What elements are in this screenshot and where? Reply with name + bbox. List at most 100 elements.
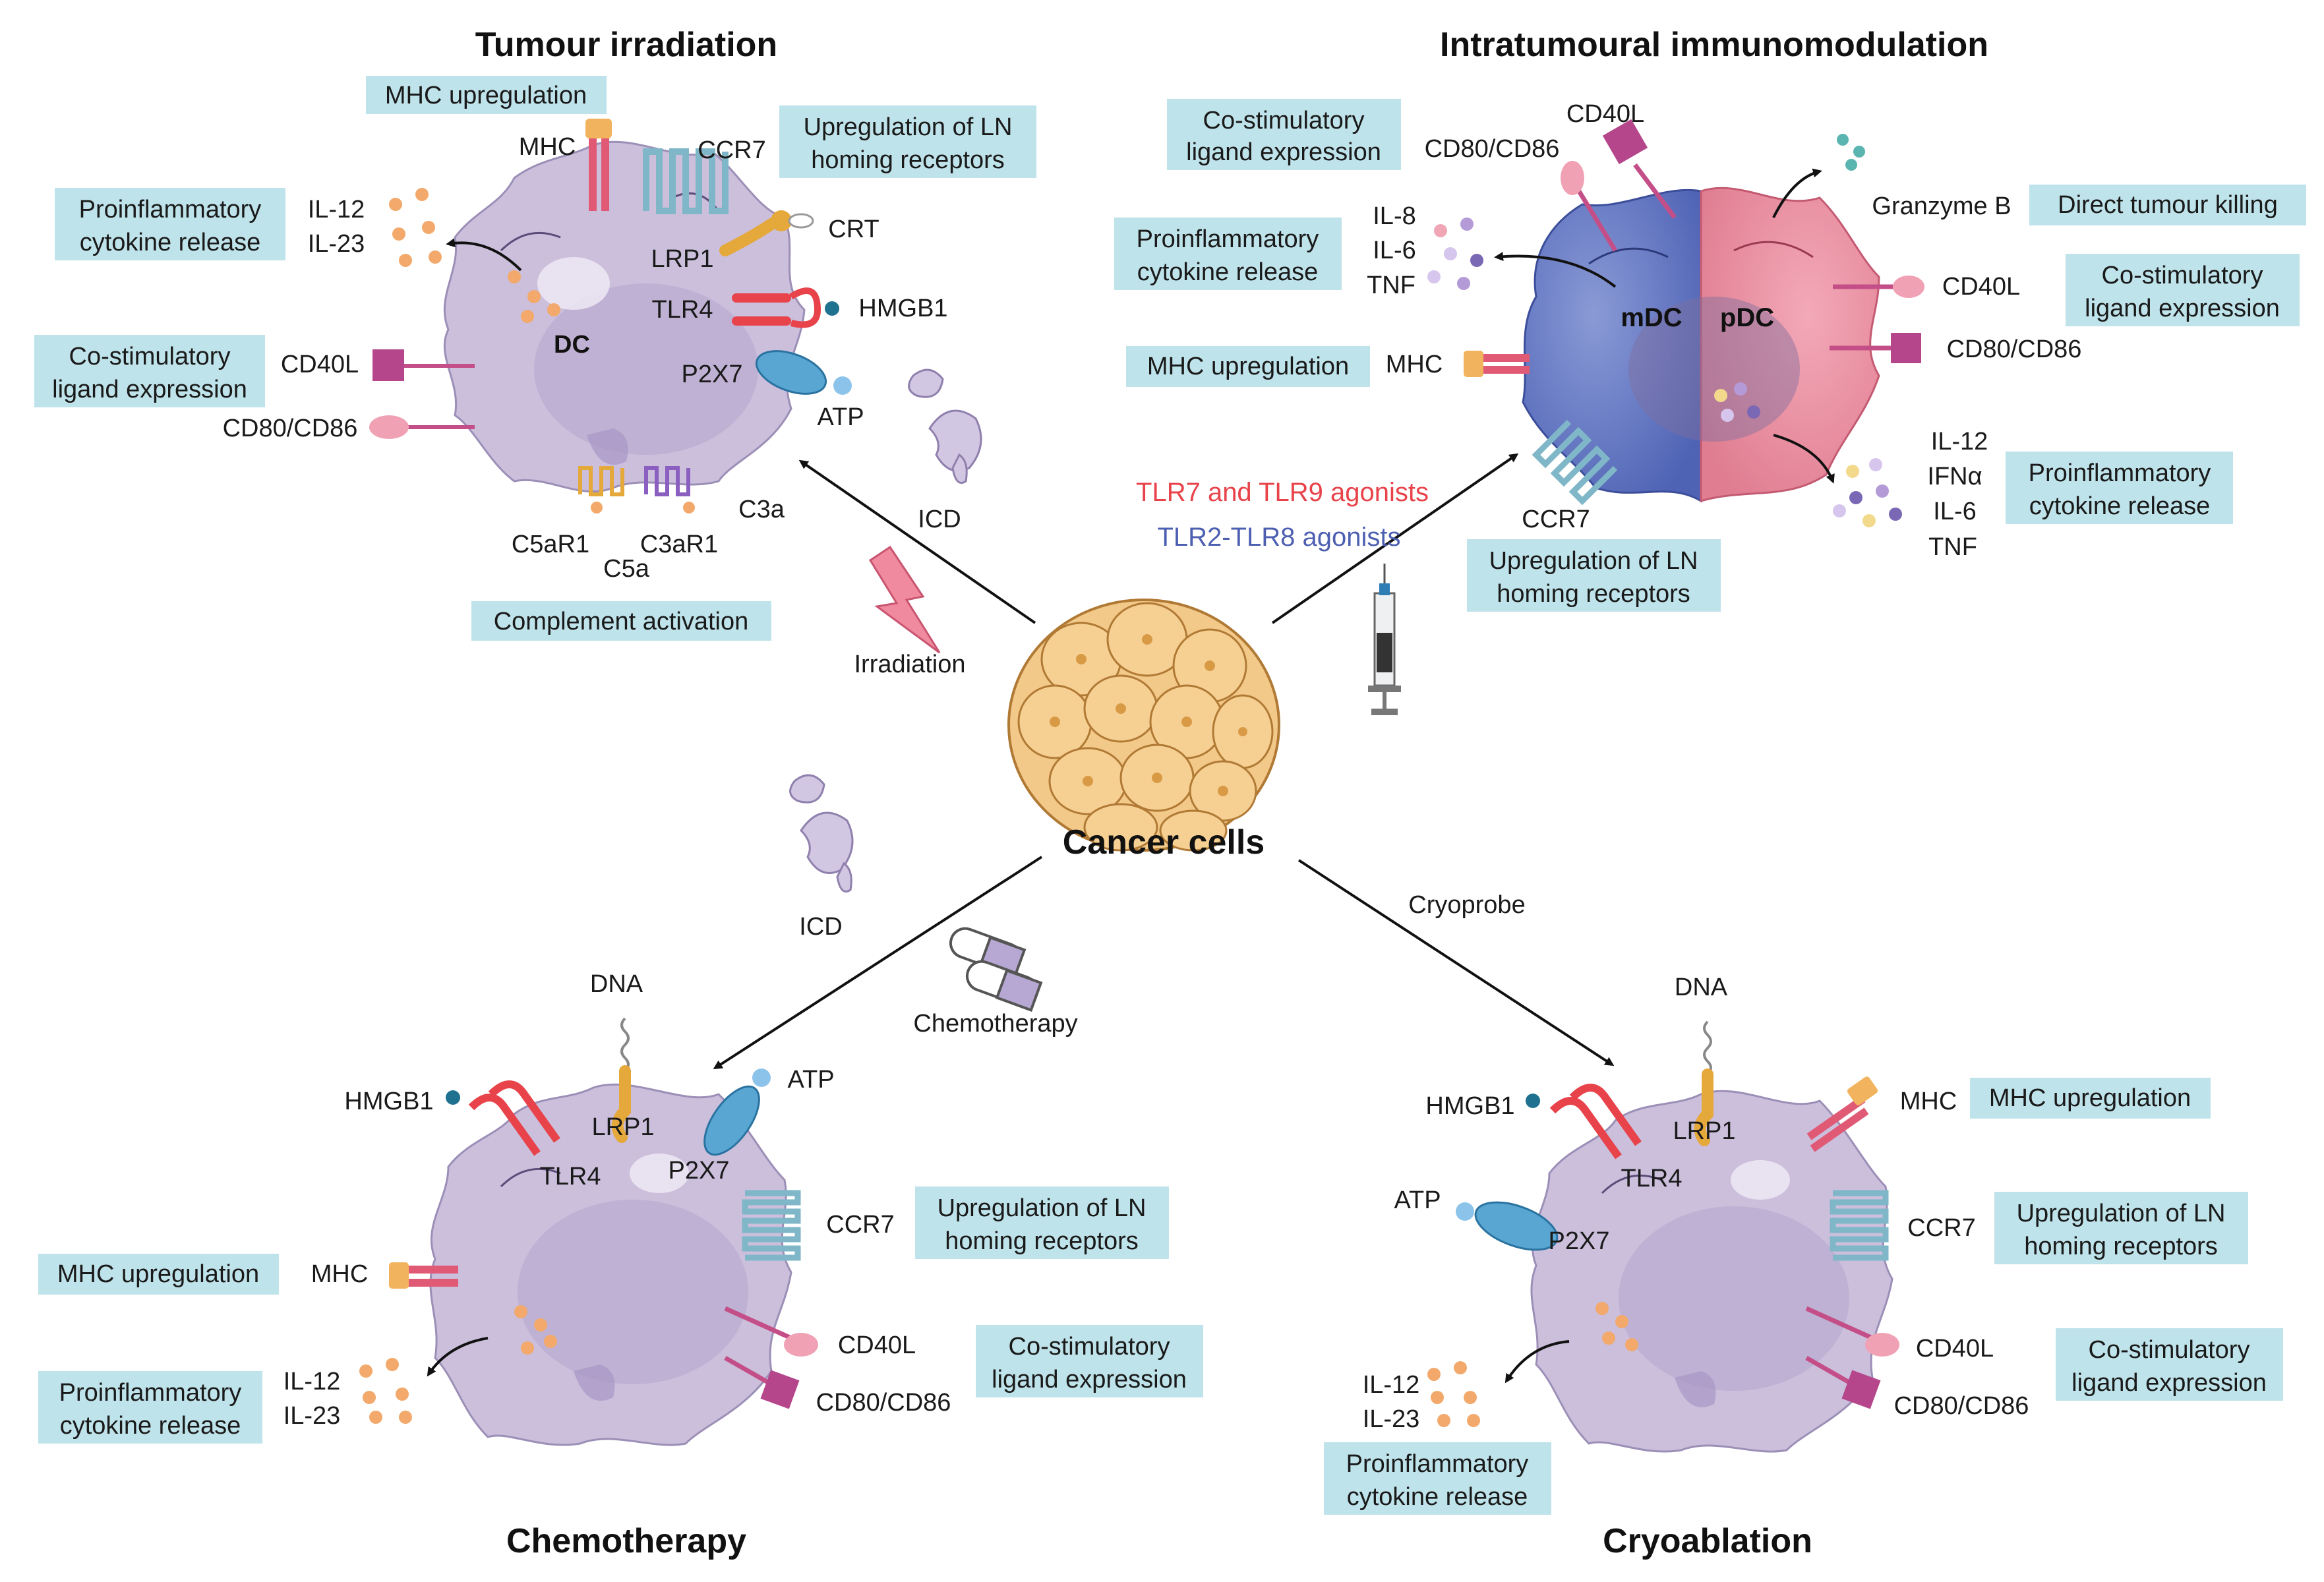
label-cd40l-tr-a: CD40L [1566,100,1644,128]
label-ccr7-tl: CCR7 [698,136,765,164]
dna-lrp1-bottom-left [611,1017,631,1143]
icd-icon-top [908,368,982,484]
label-tnf-tr-b: TNF [1928,533,1977,561]
svg-text:Proinflammatory: Proinflammatory [1137,225,1319,253]
label-il12-br: IL-12 [1363,1371,1420,1399]
cd80-bottom-left [724,1355,800,1409]
label-ccr7-tr: CCR7 [1522,506,1590,533]
label-cd80-bl: CD80/CD86 [816,1389,951,1417]
label-tnf-tr: TNF [1367,272,1415,299]
label-atp-tl: ATP [817,403,864,431]
label-tlr4-tl: TLR4 [652,296,713,324]
svg-text:homing receptors: homing receptors [2024,1233,2218,1260]
cytokine-arrow-top-left [446,238,522,272]
cd40l-top-left [372,349,475,381]
label-il23-bl: IL-23 [283,1402,341,1430]
svg-text:Co-stimulatory: Co-stimulatory [1203,107,1365,134]
label-il23-br: IL-23 [1363,1405,1420,1433]
cytokine-dots-top-right-a [1427,218,1483,290]
box-proinflammatory-bl: Proinflammatory cytokine release [38,1371,262,1444]
syringe-icon [1368,564,1401,715]
label-c5ar1-tl: C5aR1 [512,531,589,558]
box-ln-homing-tr: Upregulation of LN homing receptors [1467,539,1721,612]
box-proinflammatory-tr-a: Proinflammatory cytokine release [1114,218,1342,290]
cytokine-arrow-top-right-a [1494,252,1617,288]
cd40l-top-right-b [1833,276,1924,298]
label-tlr4-bl: TLR4 [540,1163,601,1190]
p2x7-bottom-left [703,1069,771,1156]
title-intratumoural-immunomodulation: Intratumoural immunomodulation [1440,26,1988,64]
svg-text:Co-stimulatory: Co-stimulatory [2102,262,2263,289]
svg-text:Upregulation of LN: Upregulation of LN [2017,1200,2226,1227]
svg-text:ligand expression: ligand expression [2071,1369,2267,1397]
box-mhc-upregulation-br: MHC upregulation [1970,1078,2211,1119]
svg-text:cytokine release: cytokine release [1347,1483,1528,1511]
mhc-receptor-top-left [585,119,612,211]
cytokine-dots-top-left [389,188,560,323]
title-cryoablation: Cryoablation [1603,1522,1812,1560]
cd80-top-right-b [1830,333,1921,363]
box-proinflammatory-tl: Proinflammatory cytokine release [55,188,285,260]
svg-text:ligand expression: ligand expression [1186,138,1381,166]
cytokine-dots-bottom-left [359,1305,557,1424]
label-mhc-br: MHC [1900,1088,1957,1115]
label-granzyme: Granzyme B [1872,192,2011,220]
label-il12-tl: IL-12 [308,196,365,223]
label-cd40l-br: CD40L [1916,1335,1994,1362]
ccr7-bottom-left [742,1190,801,1261]
label-c3a-tl: C3a [738,496,785,523]
svg-text:cytokine release: cytokine release [1137,258,1319,286]
label-dna-bl: DNA [590,970,643,998]
mhc-bottom-right [1806,1076,1878,1152]
svg-text:Proinflammatory: Proinflammatory [59,1379,242,1407]
box-proinflammatory-br: Proinflammatory cytokine release [1324,1442,1551,1515]
svg-text:Direct tumour killing: Direct tumour killing [2058,191,2278,219]
box-costimulatory-br: Co-stimulatory ligand expression [2056,1328,2283,1401]
label-atp-bl: ATP [787,1066,834,1094]
mdc-label: mDC [1621,303,1682,332]
box-ln-homing-br: Upregulation of LN homing receptors [1994,1192,2248,1264]
label-lrp1-tl: LRP1 [651,245,713,273]
label-c5a-tl: C5a [603,555,650,583]
box-costimulatory-tr-b: Co-stimulatory ligand expression [2066,254,2300,326]
svg-text:Upregulation of LN: Upregulation of LN [804,113,1013,141]
svg-text:ligand expression: ligand expression [992,1366,1187,1393]
svg-text:Proinflammatory: Proinflammatory [2029,459,2211,487]
dna-lrp1-bottom-right [1694,1020,1713,1146]
box-costimulatory-tr-a: Co-stimulatory ligand expression [1167,99,1401,170]
label-p2x7-tl: P2X7 [682,361,743,388]
cytokine-arrow-top-right-b [1773,434,1835,484]
label-c3ar1-tl: C3aR1 [640,531,718,558]
svg-text:MHC upregulation: MHC upregulation [1989,1084,2191,1112]
svg-text:homing receptors: homing receptors [945,1227,1139,1255]
granzyme-arrow [1772,168,1822,218]
svg-text:cytokine release: cytokine release [60,1412,241,1440]
mhc-top-right [1464,351,1530,377]
svg-text:ligand expression: ligand expression [2085,295,2280,322]
dendritic-cell-top-right [1522,187,1880,503]
irradiation-bolt-icon [868,545,941,654]
box-mhc-upregulation-tr: MHC upregulation [1126,346,1370,387]
arrow-to-cryoablation [1297,859,1615,1067]
tlr2-tlr8-agonists-label: TLR2-TLR8 agonists [1157,523,1400,552]
label-il12-tr: IL-12 [1931,428,1988,455]
label-p2x7-br: P2X7 [1549,1227,1610,1255]
tlr7-tlr9-agonists-label: TLR7 and TLR9 agonists [1136,478,1429,507]
svg-text:homing receptors: homing receptors [811,146,1005,174]
ccr7-receptor-top-left [643,148,729,214]
dendritic-cell-bottom-right [1530,1090,1893,1453]
svg-text:MHC upregulation: MHC upregulation [57,1260,259,1288]
svg-text:ligand expression: ligand expression [52,376,247,403]
label-mhc-tr: MHC [1386,351,1443,378]
label-il6-tr-b: IL-6 [1933,498,1976,525]
box-costimulatory-tl: Co-stimulatory ligand expression [34,335,265,407]
label-cd40l-tr-b: CD40L [1942,273,2020,301]
mhc-bottom-left [389,1262,458,1289]
ccr7-bottom-right [1830,1190,1889,1261]
label-hmgb1-tl: HMGB1 [858,295,947,322]
p2x7-bottom-right [1456,1201,1559,1251]
cytokine-arrow-bottom-right [1505,1340,1570,1384]
label-p2x7-bl: P2X7 [669,1157,730,1185]
label-mhc-bl: MHC [311,1260,369,1288]
dendritic-cell-top-left [443,140,806,493]
